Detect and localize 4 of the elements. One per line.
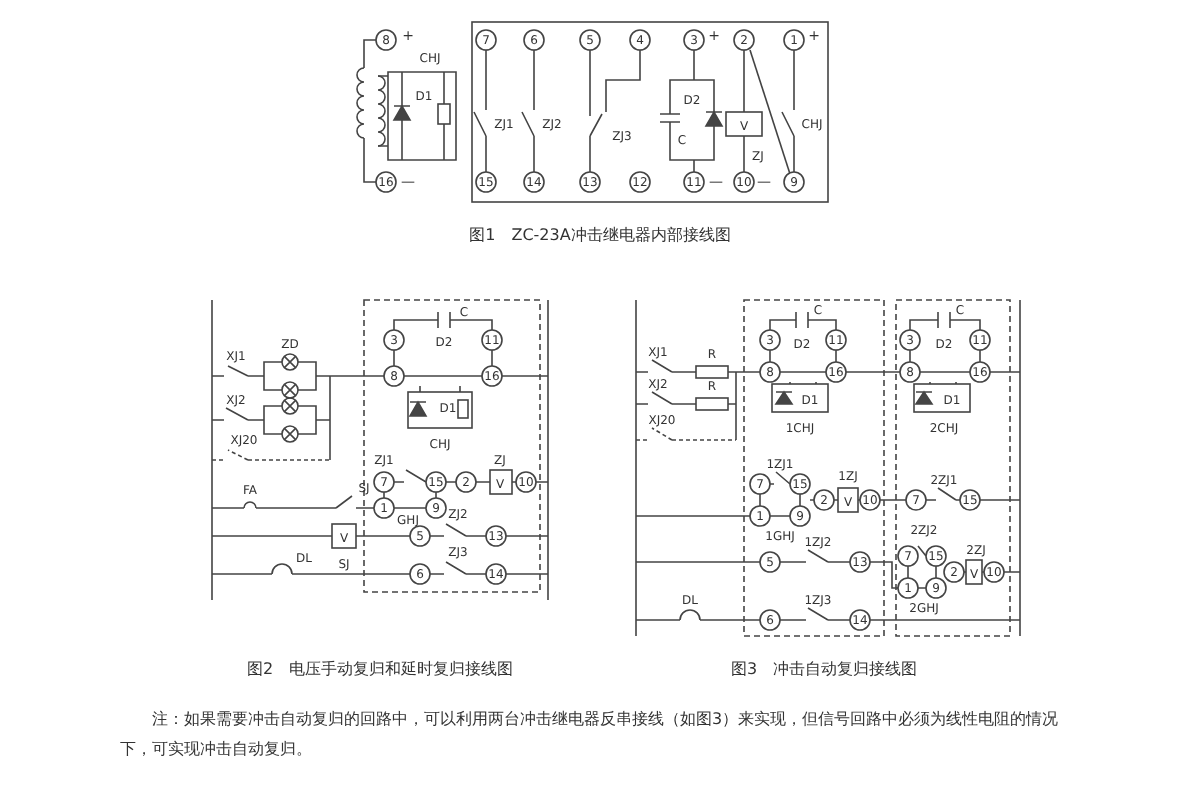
figure-caption: 图1 ZC-23A冲击继电器内部接线图 [469,226,731,244]
note-text: 注：如果需要冲击自动复归的回路中，可以利用两台冲击继电器反串接线（如图3）来实现，但信号回路中必须为线性电阻的情况下，可实现冲击自动复归。 [120,708,1061,762]
figure-caption: 图3 冲击自动复归接线图 [730,660,918,678]
figure-caption: 图2 电压手动复归和延时复归接线图 [246,660,514,678]
